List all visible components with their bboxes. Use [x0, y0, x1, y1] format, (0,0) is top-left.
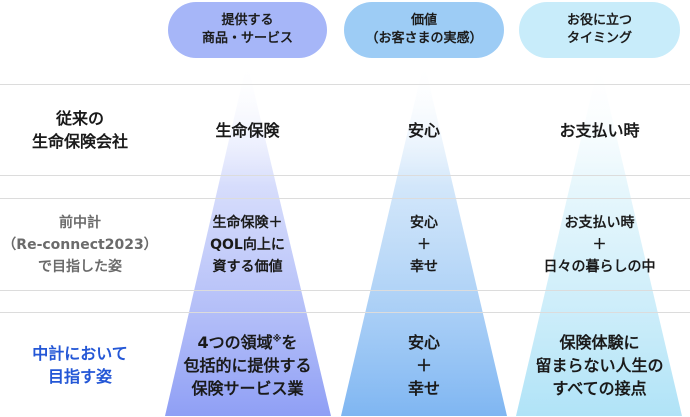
- cell-previous-products: 生命保険＋ QOL向上に 資する価値: [210, 214, 285, 275]
- beam-timing: [516, 62, 682, 416]
- row-previous-plan: 前中計 （Re-connect2023） で目指した姿 生命保険＋ QOL向上に…: [0, 198, 690, 291]
- cell-previous-value: 安心 ＋ 幸せ: [410, 214, 438, 275]
- beam-products: [165, 62, 331, 416]
- cell-traditional-value: 安心: [407, 120, 440, 140]
- products-text-start: 4つの領域: [197, 332, 273, 352]
- row-label-previous-plan: 前中計 （Re-connect2023） で目指した姿: [2, 214, 158, 275]
- cell-current-timing: 保険体験に 留まらない人生の すべての接点: [535, 332, 664, 398]
- cell-current-value: 安心 ＋ 幸せ: [407, 332, 440, 398]
- header-timing: お役に立つ タイミング: [519, 2, 680, 58]
- row-current-plan: 中計において 目指す姿 4つの領域※を 包括的に提供する 保険サービス業 安心 …: [0, 312, 690, 417]
- header-value: 価値 （お客さまの実感）: [344, 2, 504, 58]
- products-text-end: を 包括的に提供する 保険サービス業: [183, 332, 312, 398]
- cell-traditional-products: 生命保険: [215, 120, 280, 140]
- cell-traditional-timing: お支払い時: [559, 120, 640, 140]
- row-label-traditional: 従来の 生命保険会社: [31, 109, 128, 151]
- cell-current-products: 4つの領域※を 包括的に提供する 保険サービス業: [168, 313, 327, 417]
- footnote-marker: ※: [272, 334, 282, 345]
- row-label-current-plan: 中計において 目指す姿: [32, 344, 128, 386]
- header-products-services: 提供する 商品・サービス: [168, 2, 327, 58]
- row-traditional-insurer: 従来の 生命保険会社 生命保険 安心 お支払い時: [0, 84, 690, 176]
- cell-previous-timing: お支払い時 ＋ 日々の暮らしの中: [543, 214, 656, 275]
- beam-value: [341, 62, 507, 416]
